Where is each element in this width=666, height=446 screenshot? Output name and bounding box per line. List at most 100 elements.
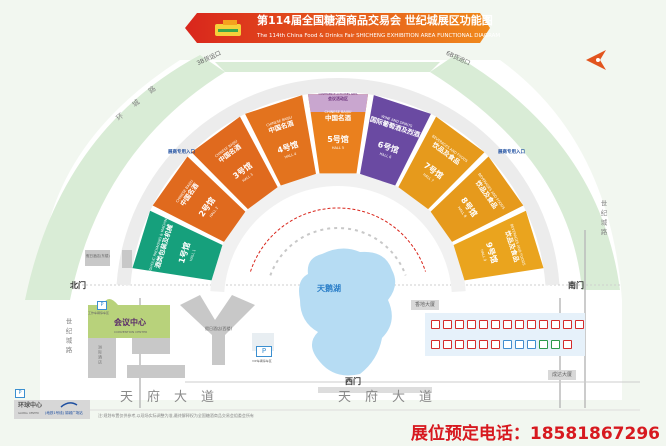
restaurant-icon xyxy=(455,320,464,329)
aid-station-icon xyxy=(551,340,560,349)
medical-icon xyxy=(551,320,560,329)
hotel-east-label: 假日酒店(东楼) xyxy=(86,254,110,258)
header-banner: 第114届全国糖酒商品交易会 世纪城展区功能图 The 114th China … xyxy=(185,10,500,46)
hall-shape xyxy=(430,156,524,242)
hall-name-en: HALL 5 xyxy=(332,146,344,150)
exhibitor-entrance-right: 展商专用入口 xyxy=(498,150,525,155)
service-icon xyxy=(491,320,500,329)
parking-icon: P xyxy=(256,346,272,357)
bus-icon xyxy=(515,320,524,329)
hall-name-en: HALL 2 xyxy=(209,206,219,218)
hall-name-en: HALL 7 xyxy=(422,172,434,183)
info-icon xyxy=(479,320,488,329)
hall-category-en: CHINESE BAIJIU xyxy=(325,110,352,114)
north-gate: 北门 xyxy=(70,281,86,290)
compass-icon xyxy=(586,50,606,70)
hotel-west xyxy=(180,295,255,365)
hotel-west-label: 假日酒店(西楼) xyxy=(205,326,233,331)
hall-name-en: HALL 9 xyxy=(480,249,487,262)
first-aid-icon xyxy=(443,320,452,329)
hall-name-en: HALL 8 xyxy=(457,206,467,218)
parking-icon: P xyxy=(15,389,25,398)
registration-icon xyxy=(575,320,584,329)
parking-icon xyxy=(503,340,512,349)
subway-icon xyxy=(491,340,500,349)
hall-shape xyxy=(132,210,223,281)
west-gate: 西门 xyxy=(345,377,361,386)
road-shijicheng-right: 世纪城路 xyxy=(599,200,607,238)
hall-shape xyxy=(360,95,431,186)
zone-label-en: CONFERENCE ACTIVITIES AREA xyxy=(319,92,358,96)
logo-icon xyxy=(215,20,241,36)
map-subtitle: The 114th China Food & Drinks Fair SHICH… xyxy=(257,33,501,39)
road-tianfu-left: 天府大道 xyxy=(120,390,229,405)
parking-vip-label: VIP车辆停车区 xyxy=(252,359,272,363)
global-center-label: 环球中心 xyxy=(18,402,43,409)
cafe-icon xyxy=(431,340,440,349)
hall-name-en: HALL 4 xyxy=(284,152,298,160)
hotel-east xyxy=(85,250,110,266)
inner-corridor xyxy=(210,171,466,293)
elevator-icon xyxy=(443,340,452,349)
hall-name-en: HALL 1 xyxy=(189,249,196,262)
taxi-icon xyxy=(527,320,536,329)
hall-name-en: HALL 6 xyxy=(379,152,392,160)
hall-shape xyxy=(191,116,278,210)
parking-staff-icon: P xyxy=(97,301,107,310)
shuttle-icon xyxy=(503,320,512,329)
metro-icon xyxy=(515,340,524,349)
lake xyxy=(299,248,396,376)
chengda-building: 成达大厦 xyxy=(548,370,577,380)
road-shijicheng-left: 世纪城路 xyxy=(64,318,72,356)
map-title: 第114届全国糖酒商品交易会 世纪城展区功能图 xyxy=(257,14,493,27)
hall-shape xyxy=(398,116,485,210)
metro-logo-icon xyxy=(60,402,78,408)
hall-shape xyxy=(307,94,369,174)
booking-phone: 展位预定电话：18581867296 xyxy=(410,424,660,444)
hall-shape xyxy=(152,156,246,242)
green-belt-left xyxy=(25,55,225,300)
hall-category: 中国名酒 xyxy=(325,113,352,122)
hall-shape xyxy=(245,95,316,186)
toilet-icon xyxy=(431,320,440,329)
global-center: 环球中心 GLOBAL CENTER (地铁1号线) 锦城广场站 xyxy=(14,400,90,419)
xiangdi-building: 香地大厦 xyxy=(411,300,440,310)
escalator-icon xyxy=(455,340,464,349)
entrance-icon xyxy=(467,340,476,349)
exhibitor-entrance-icon xyxy=(467,320,476,329)
hall-name: 5号馆 xyxy=(327,134,349,144)
global-center-en: GLOBAL CENTER xyxy=(18,412,39,415)
exhibitor-entrance-left: 展商专用入口 xyxy=(168,150,195,155)
conference-center-en: CONVENTION CENTER xyxy=(114,330,148,334)
parking-staff-label: 工作车辆停车区 xyxy=(88,311,110,315)
conference-center-label: 会议中心 xyxy=(114,318,146,327)
conference-activities-zone xyxy=(307,94,369,112)
road-tianfu-right: 天府大道 xyxy=(338,390,447,405)
green-belt-right xyxy=(430,55,620,290)
hotel-south xyxy=(88,338,116,378)
exit-icon xyxy=(539,320,548,329)
fire-extinguisher-icon xyxy=(563,340,572,349)
hotel-south-label: 洲际酒店 xyxy=(98,345,103,365)
conference-center xyxy=(88,299,170,338)
metro-station-label: (地铁1号线) 锦城广场站 xyxy=(45,411,83,415)
zone-label: 会议活动区 xyxy=(328,95,348,101)
disclaimer-note: 注:规划布置仅供参考,以现场实际调整为准,最终解释权为全国糖酒商品交易会组委会所… xyxy=(98,413,254,418)
walking-route xyxy=(250,207,426,272)
hall-name-en: HALL 3 xyxy=(242,172,254,183)
legend-panel xyxy=(425,313,585,356)
emergency-exit-icon xyxy=(539,340,548,349)
hall-shape xyxy=(453,210,544,281)
south-gate: 南门 xyxy=(568,281,584,290)
water-icon xyxy=(527,340,536,349)
lake-label: 天鹅湖 xyxy=(317,284,341,293)
